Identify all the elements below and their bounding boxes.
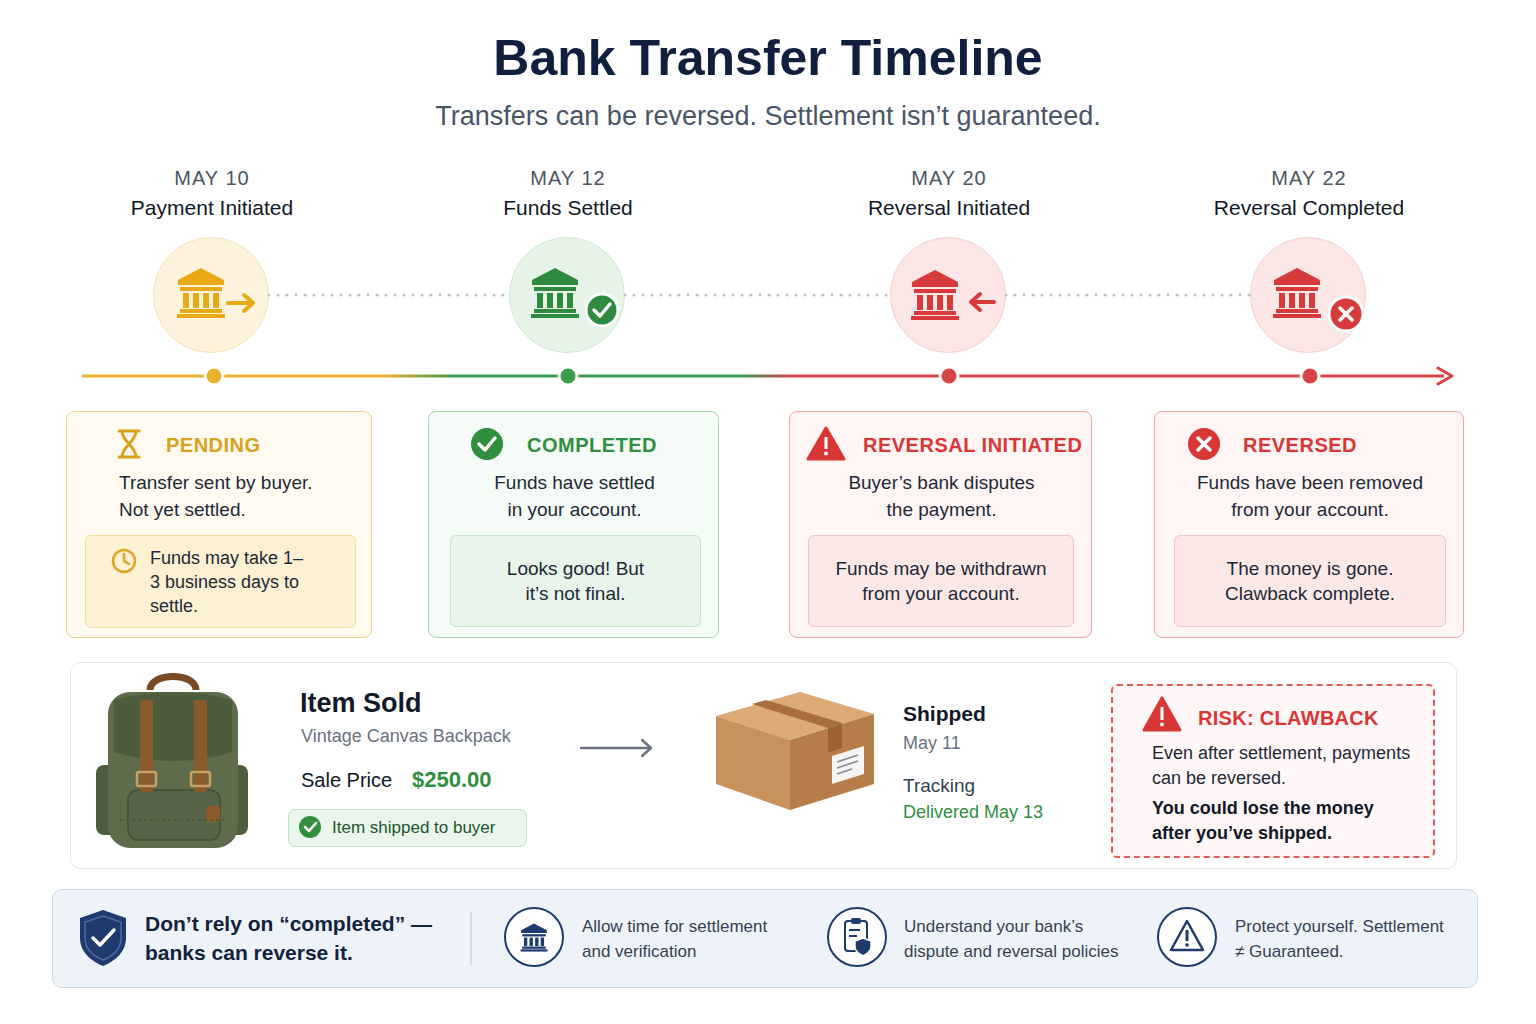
status-heading: REVERSAL INITIATED	[863, 433, 1082, 457]
stage-circle: MAY 22Reversal Completed	[1250, 237, 1366, 353]
status-body: Buyer’s bank disputes the payment.	[842, 469, 1042, 523]
stage-title: Funds Settled	[418, 195, 718, 221]
tip-band: Don’t rely on “completed” — banks can re…	[52, 889, 1478, 988]
status-card: REVERSAL INITIATED Buyer’s bank disputes …	[789, 411, 1092, 638]
diagram-title: Bank Transfer Timeline	[0, 28, 1536, 88]
subtitle: Transfers can be reversed. Settlement is…	[0, 100, 1536, 132]
stage-circle: MAY 10Payment Initiated	[153, 237, 269, 353]
stage-circle: MAY 12Funds Settled	[509, 237, 625, 353]
tracking-label: Tracking	[903, 773, 975, 799]
risk-emphasis: You could lose the money after you’ve sh…	[1152, 796, 1414, 846]
dotted-connector	[625, 294, 890, 297]
risk-callout: RISK: CLAWBACK Even after settlement, pay…	[1111, 684, 1435, 858]
stage-circle: MAY 20Reversal Initiated	[890, 237, 1006, 353]
note-box: The money is gone. Clawback complete.	[1174, 535, 1446, 627]
tip-text: Understand your bank’s dispute and rever…	[904, 914, 1132, 964]
note-text: The money is gone. Clawback complete.	[1210, 556, 1410, 606]
stage-icons	[177, 268, 1363, 331]
timeline-axis	[82, 367, 1452, 385]
status-card: REVERSED Funds have been removed from you…	[1154, 411, 1464, 638]
status-pill: Item shipped to buyer	[288, 809, 527, 847]
note-text: Funds may be withdrawn from your account…	[829, 556, 1054, 606]
note-box: Funds may take 1–3 business days to sett…	[85, 535, 356, 628]
status-card: PENDING Transfer sent by buyer. Not yet s…	[66, 411, 372, 638]
stage-title: Reversal Completed	[1159, 195, 1459, 221]
ship-date: May 11	[903, 731, 961, 755]
status-card: COMPLETED Funds have settled in your acco…	[428, 411, 719, 638]
tip-text: Protect yourself. Settlement ≠ Guarantee…	[1235, 914, 1450, 964]
stage-title: Payment Initiated	[62, 195, 362, 221]
dotted-connector	[1006, 294, 1250, 297]
dotted-connector	[269, 294, 509, 297]
ship-title: Shipped	[903, 701, 986, 727]
status-heading: REVERSED	[1243, 433, 1357, 457]
risk-heading: RISK: CLAWBACK	[1198, 706, 1379, 730]
note-text: Funds may take 1–3 business days to sett…	[150, 546, 310, 618]
status-body: Funds have settled in your account.	[489, 469, 661, 523]
status-body: Funds have been removed from your accoun…	[1188, 469, 1433, 523]
note-box: Funds may be withdrawn from your account…	[808, 535, 1074, 627]
item-title: Item Sold	[300, 686, 422, 720]
stage-date: MAY 10	[62, 166, 362, 190]
stage-date: MAY 12	[418, 166, 718, 190]
tip-heading: Don’t rely on “completed” — banks can re…	[145, 909, 450, 967]
status-heading: PENDING	[166, 433, 261, 457]
note-text: Looks good! But it’s not final.	[496, 556, 656, 606]
status-heading: COMPLETED	[527, 433, 657, 457]
item-panel: Item SoldVintage Canvas BackpackSale Pri…	[70, 662, 1457, 869]
stage-date: MAY 22	[1159, 166, 1459, 190]
note-box: Looks good! But it’s not final.	[450, 535, 701, 627]
price-label: Sale Price	[301, 767, 392, 793]
price-value: $250.00	[412, 766, 492, 794]
risk-body: Even after settlement, payments can be r…	[1152, 741, 1414, 791]
stage-date: MAY 20	[799, 166, 1099, 190]
tip-text: Allow time for settlement and verificati…	[582, 914, 797, 964]
stage-title: Reversal Initiated	[799, 195, 1099, 221]
status-body: Transfer sent by buyer. Not yet settled.	[119, 469, 334, 523]
pill-text: Item shipped to buyer	[332, 817, 495, 839]
tracking-status: Delivered May 13	[903, 800, 1043, 824]
item-name: Vintage Canvas Backpack	[301, 724, 511, 748]
